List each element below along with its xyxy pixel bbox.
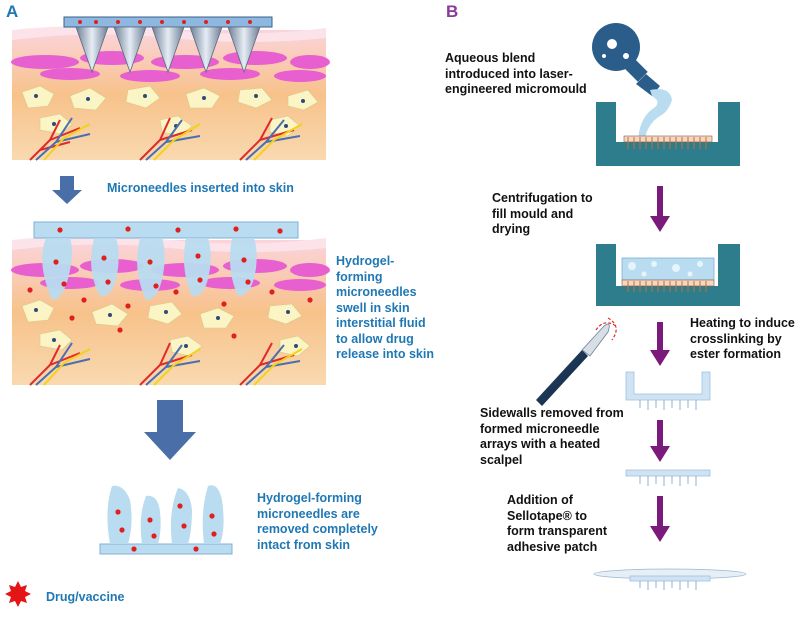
arrow-down-icon [52, 176, 82, 204]
filled-mould-icon [596, 244, 740, 306]
pipette-icon [592, 23, 672, 150]
scalpel-icon [536, 317, 617, 406]
arrow-down-icon [650, 496, 670, 542]
step-sellotape-label: Addition of Sellotape® to form transpare… [507, 493, 608, 554]
drug-vaccine-legend-icon [5, 581, 31, 607]
step-swell-label: Hydrogel- forming microneedles swell in … [336, 254, 434, 361]
arrow-down-icon [650, 186, 670, 232]
adhesive-patch-icon [593, 568, 747, 590]
arrow-down-icon [650, 322, 670, 366]
step-centrifuge-label: Centrifugation to fill mould and drying [492, 191, 593, 236]
crosslinked-array-icon [625, 371, 711, 410]
panel-label-b: B [446, 2, 459, 21]
step-heating-label: Heating to induce crosslinking by ester … [690, 316, 795, 361]
arrow-down-icon [650, 420, 670, 462]
step-blend-label: Aqueous blend introduced into laser- eng… [445, 51, 587, 96]
panel-label-a: A [6, 2, 19, 21]
legend-label: Drug/vaccine [46, 590, 125, 604]
step-sidewalls-label: Sidewalls removed from formed microneedl… [480, 406, 624, 467]
micromould-icon [596, 102, 740, 166]
swollen-hydrogel-microneedles-icon [27, 221, 313, 339]
microneedle-array-icon [63, 16, 273, 74]
step-insert-label: Microneedles inserted into skin [107, 181, 294, 195]
arrow-down-icon [144, 400, 196, 460]
removed-microneedles-icon [99, 485, 233, 555]
step-remove-label: Hydrogel-forming microneedles are remove… [257, 491, 378, 552]
microneedle-patch-icon [625, 469, 711, 486]
